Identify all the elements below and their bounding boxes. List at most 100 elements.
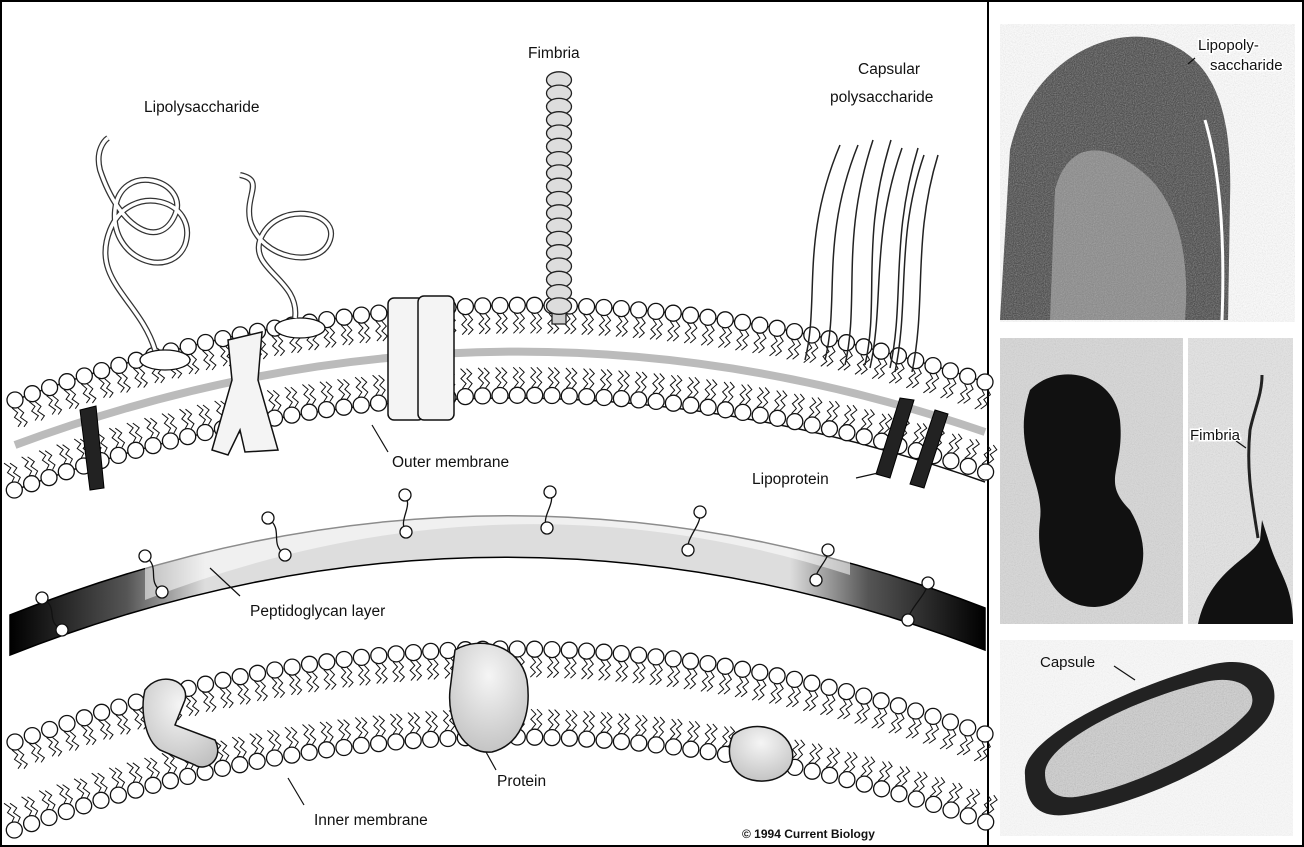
inner-lipid-tail (99, 720, 107, 739)
glycan-node (400, 526, 412, 538)
outer-lipid-tail (906, 369, 915, 388)
inner-lipid-tail (636, 715, 642, 735)
outer-lipid-tail (735, 330, 742, 350)
inner-lipid-tail (390, 714, 396, 734)
outer-lipid-tail (513, 313, 518, 333)
outer-lipid-head (353, 397, 369, 413)
inner-lipid-tail (376, 664, 382, 684)
inner-lipid-tail (237, 685, 244, 705)
outer-lipid-tail (872, 359, 881, 378)
glycan-node (810, 574, 822, 586)
outer-lipid-head (665, 395, 681, 411)
inner-lipid-tail (63, 785, 73, 804)
inner-lipid-tail (895, 767, 903, 786)
inner-lipid-tail (408, 713, 414, 733)
outer-lipid-tail (684, 323, 691, 343)
outer-lipid-tail (929, 374, 938, 393)
outer-lipid-tail (338, 379, 345, 399)
outer-lipid-tail (519, 367, 524, 387)
outer-lipid-tail (39, 451, 49, 470)
outer-lipid-tail (913, 423, 921, 442)
label-inner-membrane: Inner membrane (314, 812, 428, 829)
outer-lipid-tail (537, 313, 542, 333)
inner-lipid-head (353, 649, 369, 665)
inner-lipid-tail (39, 791, 49, 810)
outer-lipid-tail (197, 405, 205, 425)
inner-lipid-head (267, 750, 283, 766)
outer-lipid-tail (502, 314, 507, 334)
outer-lipid-tail (770, 336, 778, 356)
outer-lipid-tail (589, 369, 594, 389)
inner-lipid-tail (769, 684, 777, 704)
label-lipoprotein: Lipoprotein (752, 471, 829, 488)
outer-lipid-tail (554, 368, 559, 388)
outer-lipid-head (769, 320, 785, 336)
outer-lipid-head (24, 476, 40, 492)
inner-lipid-tail (656, 665, 663, 685)
inner-lipid-head (752, 664, 768, 680)
inner-lipid-tail (303, 725, 310, 745)
inner-lipid-tail (589, 711, 594, 731)
inner-lipid-head (596, 732, 612, 748)
outer-lipid-head (838, 335, 854, 351)
inner-lipid-tail (588, 659, 594, 679)
outer-lipid-tail (468, 315, 473, 335)
inner-lipid-head (874, 781, 890, 797)
label-fimbria: Fimbria (528, 45, 580, 62)
outer-lipid-head (873, 343, 889, 359)
outer-lipid-tail (347, 325, 353, 345)
outer-lipid-tail (711, 380, 717, 400)
micrograph-label-lipopoly-line2: saccharide (1210, 57, 1283, 74)
inner-lipid-tail (379, 716, 386, 736)
inner-lipid-head (267, 662, 283, 678)
outer-lipid-tail (29, 402, 38, 421)
outer-lipid-head (319, 402, 335, 418)
inner-lipid-tail (341, 668, 347, 688)
outer-lipid-tail (291, 387, 299, 407)
outer-lipid-head (631, 392, 647, 408)
outer-lipid-tail (341, 325, 347, 345)
outer-lipid-head (839, 425, 855, 441)
outer-lipid-head (336, 309, 352, 325)
inner-lipid-head (527, 729, 543, 745)
outer-lipid-tail (861, 409, 869, 428)
inner-lipid-head (613, 734, 629, 750)
outer-lipid-tail (607, 370, 612, 390)
outer-lipid-head (717, 312, 733, 328)
inner-lipid-head (162, 773, 178, 789)
inner-lipid-tail (255, 681, 262, 701)
outer-lipid-tail (867, 409, 875, 428)
outer-lipid-head (648, 303, 664, 319)
inner-lipid-head (596, 644, 612, 660)
outer-lipid-tail (496, 314, 501, 334)
micrograph-label-lipopoly-line1: Lipopoly- (1198, 37, 1259, 54)
inner-lipid-head (960, 808, 976, 824)
inner-lipid-tail (906, 719, 915, 738)
inner-lipid-tail (326, 722, 333, 742)
inner-lipid-tail (203, 692, 210, 712)
outer-lipid-head (700, 309, 716, 325)
outer-lipid-tail (479, 314, 484, 334)
outer-lipid-head (735, 314, 751, 330)
outer-lipid-tail (548, 368, 553, 388)
outer-lipid-tail (355, 377, 362, 397)
outer-lipid-tail (47, 396, 56, 415)
outer-lipid-head (492, 388, 508, 404)
inner-lipid-tail (393, 662, 399, 682)
outer-lipid-tail (45, 451, 55, 470)
outer-lipid-head (42, 380, 58, 396)
outer-lipid-head (145, 438, 161, 454)
inner-lipid-tail (133, 763, 142, 782)
inner-lipid-tail (295, 675, 302, 695)
inner-lipid-head (336, 652, 352, 668)
outer-lipid-tail (618, 371, 623, 391)
outer-lipid-tail (162, 414, 171, 433)
inner-lipid-tail (616, 662, 622, 682)
inner-lipid-tail (232, 737, 240, 757)
inner-lipid-tail (599, 660, 605, 680)
outer-lipid-tail (144, 418, 153, 437)
outer-lipid-tail (947, 434, 955, 453)
outer-lipid-tail (616, 317, 622, 337)
inner-lipid-head (665, 651, 681, 667)
inner-lipid-tail (309, 725, 316, 745)
